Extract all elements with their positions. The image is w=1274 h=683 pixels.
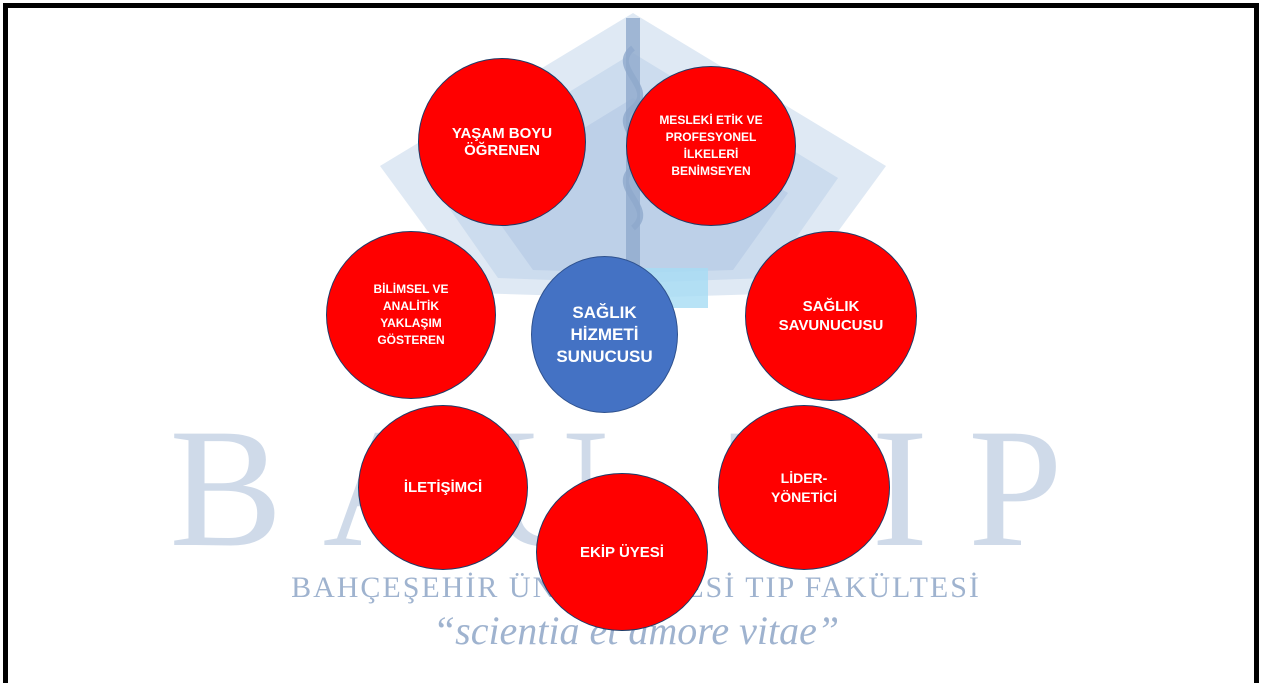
role-node-team-member: EKİP ÜYESİ — [536, 473, 708, 631]
role-node-health-advocate: SAĞLIK SAVUNUCUSU — [745, 231, 917, 401]
slide-frame: BAU TIP BAHÇEŞEHİR ÜNİVERSİTESİ TIP FAKÜ… — [3, 3, 1259, 683]
role-node-scientific-analytic: BİLİMSEL VE ANALİTİK YAKLAŞIM GÖSTEREN — [326, 231, 496, 399]
role-node-professional-ethics: MESLEKİ ETİK VE PROFESYONEL İLKELERİ BEN… — [626, 66, 796, 226]
role-node-leader-manager: LİDER- YÖNETİCİ — [718, 405, 890, 570]
role-node-lifelong-learner: YAŞAM BOYU ÖĞRENEN — [418, 58, 586, 226]
center-node-health-service-provider: SAĞLIK HİZMETİ SUNUCUSU — [531, 256, 678, 413]
role-node-communicator: İLETİŞİMCİ — [358, 405, 528, 570]
